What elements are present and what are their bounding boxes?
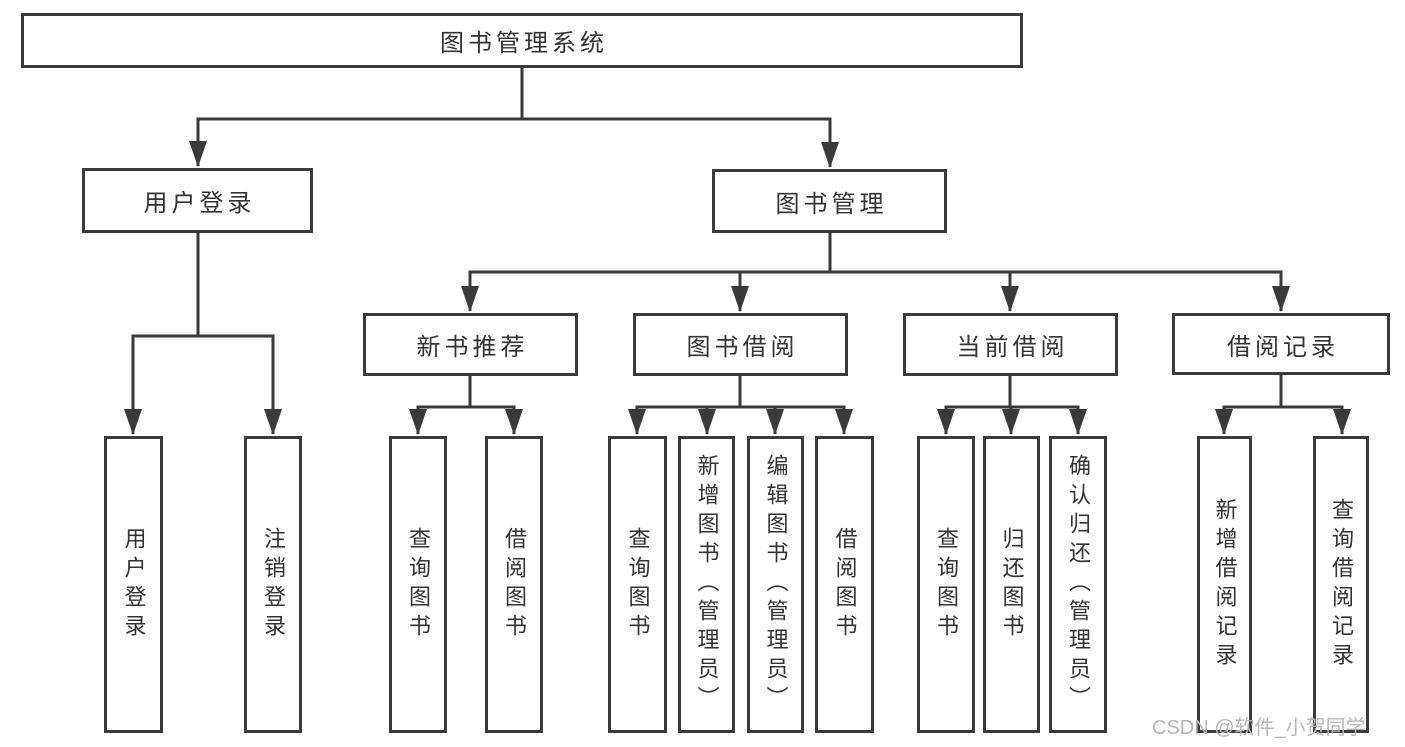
connector-borrow-records-branch: [1222, 373, 1344, 409]
node-borrow-records: 借阅记录: [1172, 313, 1390, 375]
node-label: 注销登录: [261, 526, 286, 643]
node-label: 新增图书（管理员）: [694, 454, 720, 715]
node-root-library-management-system: 图书管理系统: [21, 13, 1023, 68]
connector-book-management-branch: [468, 231, 1283, 274]
leaf-nb-query-books: 查询图书: [389, 436, 447, 733]
node-label: 归还图书: [999, 526, 1025, 643]
connector-new-book-branch: [416, 374, 516, 409]
node-label: 图书管理系统: [440, 30, 608, 57]
node-new-book-recommend: 新书推荐: [363, 313, 578, 376]
node-label: 当前借阅: [956, 334, 1069, 361]
leaf-br-query-borrow-record: 查询借阅记录: [1313, 436, 1369, 733]
leaf-cb-query-books: 查询图书: [917, 436, 975, 733]
node-label: 编辑图书（管理员）: [763, 454, 789, 715]
connector-current-borrow-branch: [944, 374, 1080, 409]
node-label: 借阅图书: [502, 526, 527, 643]
node-label: 确认归还（管理员）: [1066, 454, 1091, 715]
connector-book-borrow-branch: [635, 374, 846, 409]
node-label: 查询图书: [934, 526, 959, 643]
leaf-cb-confirm-return-admin: 确认归还（管理员）: [1049, 436, 1107, 733]
node-label: 图书借阅: [686, 334, 799, 361]
node-label: 借阅图书: [832, 526, 858, 643]
connector-user-login-branch: [131, 231, 275, 338]
node-label: 图书管理: [775, 190, 888, 218]
leaf-nb-borrow-books: 借阅图书: [485, 436, 543, 733]
node-label: 用户登录: [143, 190, 256, 217]
node-label: 借阅记录: [1227, 333, 1339, 361]
node-label: 用户登录: [121, 526, 147, 643]
node-label: 新书推荐: [416, 334, 529, 361]
leaf-logout: 注销登录: [244, 436, 302, 733]
leaf-bb-edit-books-admin: 编辑图书（管理员）: [747, 436, 804, 733]
node-user-login: 用户登录: [82, 168, 313, 233]
node-current-borrow: 当前借阅: [903, 313, 1118, 376]
connector-root-trunk: [196, 66, 832, 121]
leaf-bb-query-books: 查询图书: [608, 436, 667, 733]
node-label: 查询图书: [406, 526, 431, 643]
node-book-borrow: 图书借阅: [633, 313, 848, 376]
leaf-user-login: 用户登录: [104, 436, 163, 733]
node-label: 查询借阅记录: [1329, 497, 1354, 672]
node-label: 新增借阅记录: [1212, 497, 1238, 672]
leaf-bb-borrow-books: 借阅图书: [815, 436, 874, 733]
node-label: 查询图书: [625, 526, 651, 643]
node-book-management: 图书管理: [712, 169, 947, 233]
leaf-cb-return-books: 归还图书: [983, 436, 1040, 733]
leaf-bb-add-books-admin: 新增图书（管理员）: [678, 436, 735, 733]
csdn-watermark: CSDN @软件_小贺同学: [1152, 717, 1366, 739]
leaf-br-add-borrow-record: 新增借阅记录: [1197, 436, 1252, 733]
